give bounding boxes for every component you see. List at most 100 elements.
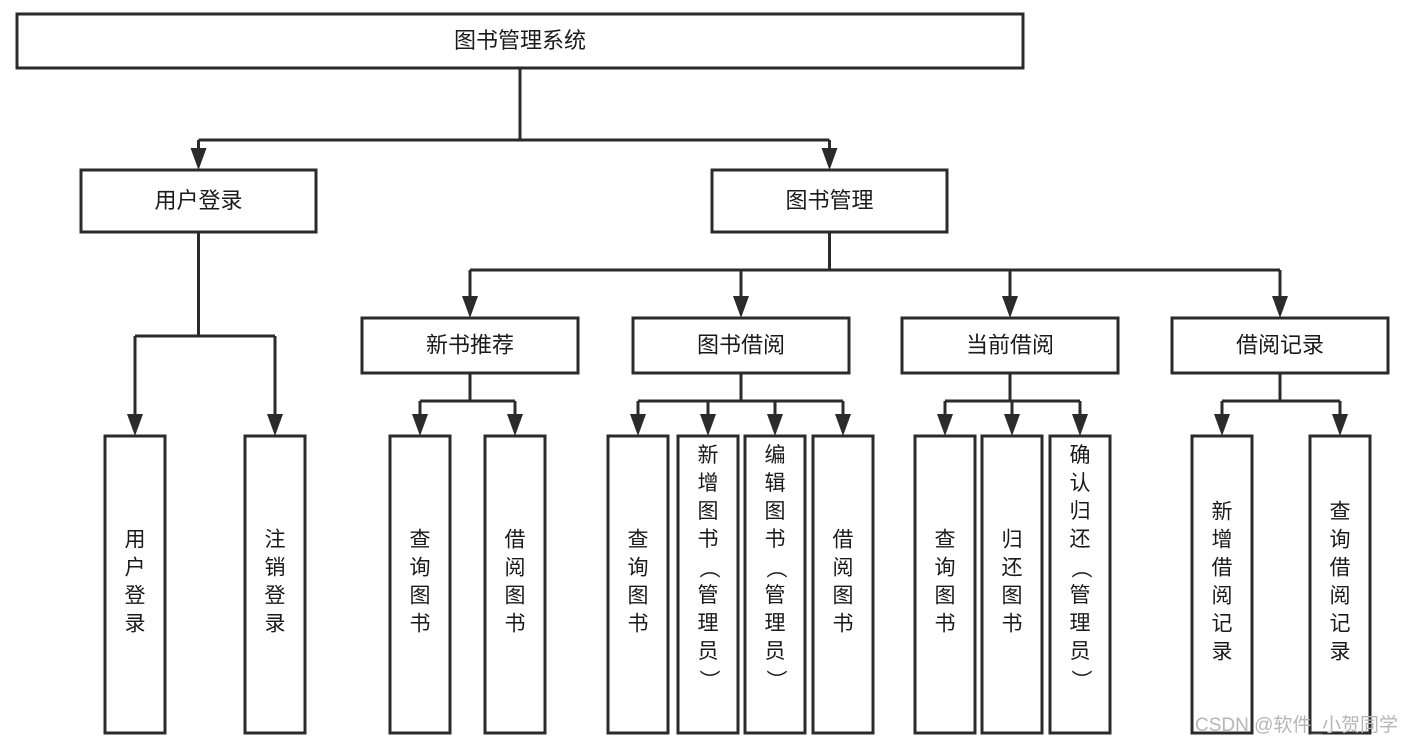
- root-arrow-0: [190, 148, 207, 170]
- new-book-recommend-arrow-1: [507, 414, 523, 436]
- node-label-record-query-char-0: 查: [1330, 501, 1351, 524]
- node-label-recommend-borrow-book-char-0: 借: [505, 529, 526, 552]
- node-box-recommend-query-book: [388, 434, 452, 735]
- node-box-record-query: [1308, 434, 1372, 735]
- node-box-record-add: [1190, 434, 1254, 735]
- node-current-borrow[interactable]: 当前借阅: [900, 316, 1120, 375]
- book-management-arrow-3: [1272, 296, 1288, 318]
- node-label-borrow-edit-book-admin-char-5: 管: [765, 584, 786, 607]
- node-label-borrow-add-book-admin-char-3: 书: [698, 528, 719, 551]
- book-management-arrow-2: [1002, 296, 1018, 318]
- node-label-borrow-borrow-book-char-2: 图: [833, 585, 854, 608]
- node-user-login-leaf[interactable]: 用户登录: [103, 434, 167, 735]
- connector-layer: [127, 68, 1348, 436]
- node-label-borrow-edit-book-admin-char-6: 理: [765, 612, 786, 635]
- node-label-user-login-leaf-char-0: 用: [125, 529, 146, 552]
- node-box-current-confirm-return-admin: [1048, 434, 1112, 735]
- node-label-current-confirm-return-admin-char-3: 还: [1070, 528, 1091, 551]
- node-label-user-logout-leaf-char-2: 登: [265, 585, 286, 608]
- node-box-user-logout-leaf: [243, 434, 307, 735]
- node-label-user-login-leaf-char-1: 户: [125, 557, 146, 580]
- node-label-book-management: 图书管理: [785, 188, 873, 213]
- node-box-current-return-book: [980, 434, 1044, 735]
- node-label-record-query-char-2: 借: [1330, 557, 1351, 580]
- node-label-borrow-edit-book-admin-char-4: （: [764, 558, 787, 579]
- node-label-borrow-add-book-admin-char-5: 管: [698, 584, 719, 607]
- node-box-borrow-add-book-admin: [676, 434, 740, 735]
- borrow-record-arrow-0: [1214, 414, 1230, 436]
- node-label-root: 图书管理系统: [454, 28, 586, 53]
- node-label-current-confirm-return-admin-char-6: 理: [1070, 612, 1091, 635]
- node-label-borrow-query-book-char-2: 图: [628, 585, 649, 608]
- node-box-borrow-edit-book-admin: [743, 434, 807, 735]
- node-box-borrow-record: [1170, 316, 1390, 375]
- book-borrow-arrow-0: [630, 414, 646, 436]
- borrow-record-arrow-1: [1332, 414, 1348, 436]
- node-label-borrow-add-book-admin-char-0: 新: [698, 444, 719, 467]
- node-label-borrow-query-book-char-0: 查: [628, 529, 649, 552]
- node-label-record-query-char-1: 询: [1330, 529, 1351, 552]
- node-root[interactable]: 图书管理系统: [15, 12, 1025, 70]
- node-label-current-return-book-char-0: 归: [1002, 529, 1023, 552]
- current-borrow-arrow-0: [937, 414, 953, 436]
- node-box-new-book-recommend: [360, 316, 580, 375]
- node-new-book-recommend[interactable]: 新书推荐: [360, 316, 580, 375]
- current-borrow-arrow-1: [1004, 414, 1020, 436]
- node-label-current-confirm-return-admin-char-1: 认: [1070, 472, 1091, 495]
- node-label-borrow-add-book-admin-char-4: （: [697, 558, 720, 579]
- node-label-record-add-char-5: 录: [1212, 641, 1233, 664]
- node-book-borrow[interactable]: 图书借阅: [631, 316, 851, 375]
- node-box-user-login: [79, 168, 318, 234]
- current-borrow-arrow-2: [1072, 414, 1088, 436]
- node-label-recommend-borrow-book-char-2: 图: [505, 585, 526, 608]
- csdn-watermark: CSDN @软件_小贺同学: [1195, 714, 1398, 736]
- node-label-record-add-char-4: 记: [1212, 613, 1233, 636]
- new-book-recommend-arrow-0: [412, 414, 428, 436]
- book-borrow-arrow-1: [700, 414, 716, 436]
- node-label-borrow-query-book-char-3: 书: [628, 613, 649, 636]
- node-borrow-record[interactable]: 借阅记录: [1170, 316, 1390, 375]
- node-box-current-query-book: [913, 434, 977, 735]
- node-layer: 图书管理系统用户登录用户登录注销登录图书管理新书推荐查询图书借阅图书图书借阅查询…: [15, 12, 1390, 735]
- node-label-recommend-borrow-book-char-1: 阅: [505, 557, 526, 580]
- node-box-borrow-borrow-book: [811, 434, 875, 735]
- book-borrow-arrow-2: [767, 414, 783, 436]
- node-label-current-confirm-return-admin-char-4: （: [1069, 558, 1092, 579]
- node-book-management[interactable]: 图书管理: [710, 168, 949, 234]
- node-box-borrow-query-book: [606, 434, 670, 735]
- node-label-user-logout-leaf-char-3: 录: [265, 613, 286, 636]
- node-box-book-borrow: [631, 316, 851, 375]
- node-label-record-add-char-0: 新: [1212, 501, 1233, 524]
- book-borrow-arrow-3: [835, 414, 851, 436]
- node-label-user-logout-leaf-char-0: 注: [265, 529, 286, 552]
- node-label-borrow-query-book-char-1: 询: [628, 557, 649, 580]
- node-label-recommend-query-book-char-2: 图: [410, 585, 431, 608]
- node-label-borrow-borrow-book-char-1: 阅: [833, 557, 854, 580]
- user-login-arrow-0: [127, 414, 143, 436]
- node-user-login[interactable]: 用户登录: [79, 168, 318, 234]
- node-label-borrow-edit-book-admin-char-8: ）: [764, 670, 787, 691]
- node-label-current-query-book-char-3: 书: [935, 613, 956, 636]
- node-label-current-confirm-return-admin-char-5: 管: [1070, 584, 1091, 607]
- node-label-borrow-edit-book-admin-char-2: 图: [765, 500, 786, 523]
- node-box-book-management: [710, 168, 949, 234]
- book-management-arrow-1: [733, 296, 749, 318]
- node-label-borrow-edit-book-admin-char-0: 编: [765, 444, 786, 467]
- node-label-current-query-book-char-1: 询: [935, 557, 956, 580]
- node-label-current-query-book-char-0: 查: [935, 529, 956, 552]
- node-label-book-borrow: 图书借阅: [697, 332, 785, 357]
